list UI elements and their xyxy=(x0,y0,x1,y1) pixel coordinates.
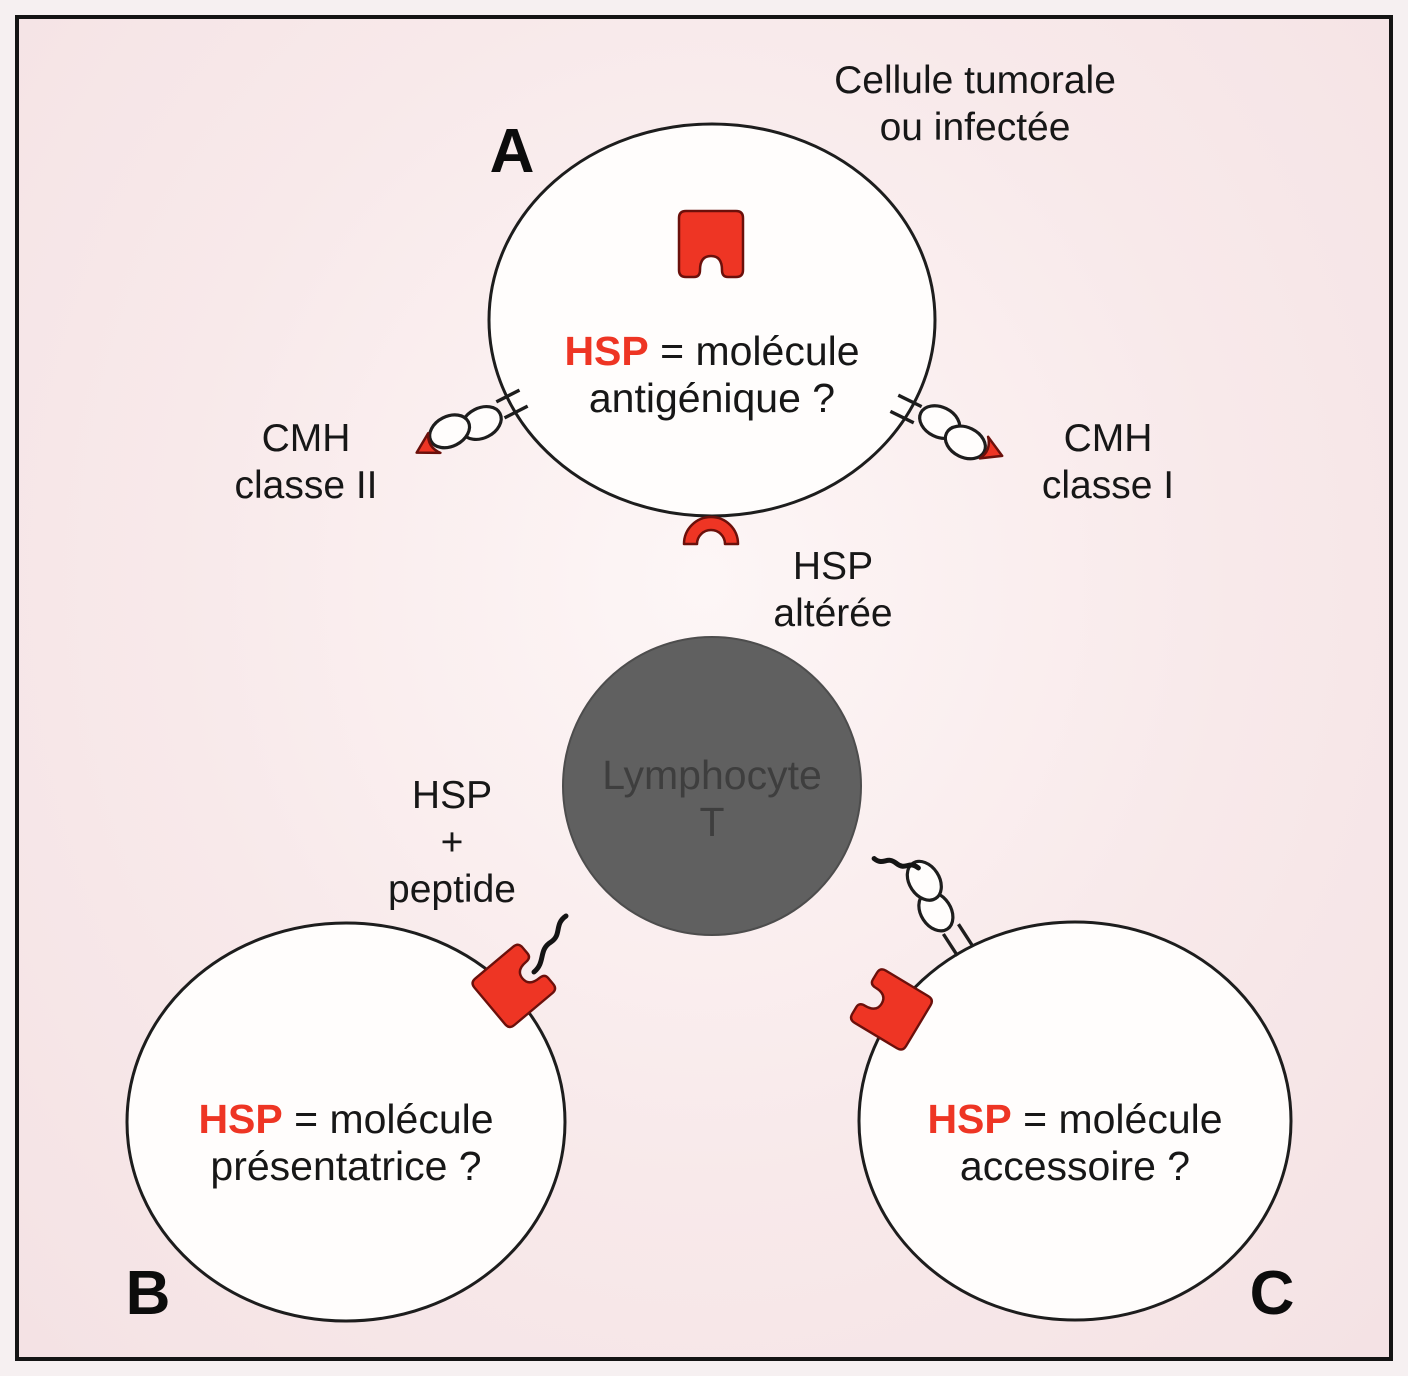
hsp-peptide-line3: peptide xyxy=(388,868,516,911)
hypothesis-b-line2: présentatrice ? xyxy=(210,1143,482,1189)
panel-b-letter: B xyxy=(125,1259,171,1328)
mhc-class-i-line1: CMH xyxy=(1063,417,1153,460)
hsp-red-label: HSP xyxy=(927,1096,1012,1142)
hsp-red-label: HSP xyxy=(564,328,649,374)
hypothesis-a-line1: HSP = molécule xyxy=(564,328,859,375)
altered-hsp-icon xyxy=(682,515,740,546)
mhc-class-i-label: CMH classe I xyxy=(1042,415,1174,509)
mhc-class-i-receptor-icon xyxy=(889,393,1004,461)
mhc-class-ii-receptor-icon xyxy=(415,388,529,455)
lymphocyte-t-cell xyxy=(562,636,862,936)
peptide-squiggle-icon xyxy=(531,913,569,975)
panel-a-letter: A xyxy=(489,117,535,186)
mhc-class-ii-line1: CMH xyxy=(261,417,351,460)
hsp-peptide-label: HSP + peptide xyxy=(388,772,516,913)
altered-hsp-line2: altérée xyxy=(773,592,893,635)
hsp-peptide-line1: HSP xyxy=(411,774,493,817)
antigenic-hsp-molecule-icon xyxy=(677,209,745,279)
altered-hsp-label: HSP altérée xyxy=(773,543,892,637)
altered-hsp-line1: HSP xyxy=(792,545,874,588)
panel-c-letter: C xyxy=(1249,1259,1295,1328)
hypothesis-a-text: HSP = molécule antigénique ? xyxy=(564,328,859,422)
hypothesis-c-line2: accessoire ? xyxy=(959,1143,1191,1189)
hypothesis-b-rest: = molécule xyxy=(282,1096,494,1142)
tumor-cell-membrane xyxy=(487,122,937,518)
hsp-red-label: HSP xyxy=(198,1096,283,1142)
tumor-cell-caption-line1: Cellule tumorale xyxy=(834,59,1116,102)
hypothesis-a-rest: = molécule xyxy=(648,328,860,374)
hsp-peptide-complex-icon xyxy=(471,943,557,1029)
hypothesis-b-line1: HSP = molécule xyxy=(198,1096,493,1143)
mhc-class-ii-line2: classe II xyxy=(234,464,378,507)
presenting-cell-membrane xyxy=(125,921,567,1323)
accessory-hsp-icon xyxy=(849,968,934,1051)
accessory-receptor-icon xyxy=(871,856,975,957)
tumor-cell-caption-line2: ou infectée xyxy=(879,106,1071,149)
lymphocyte-line1: Lymphocyte xyxy=(602,752,822,798)
hypothesis-c-line1: HSP = molécule xyxy=(927,1096,1222,1143)
accessory-cell-membrane xyxy=(857,920,1293,1322)
mhc-class-i-line2: classe I xyxy=(1041,464,1175,507)
hypothesis-a-line2: antigénique ? xyxy=(588,375,836,421)
hsp-peptide-line2: + xyxy=(440,821,464,864)
hypothesis-b-text: HSP = molécule présentatrice ? xyxy=(198,1096,493,1190)
hypothesis-c-rest: = molécule xyxy=(1011,1096,1223,1142)
lymphocyte-label: Lymphocyte T xyxy=(602,752,822,846)
hypothesis-c-text: HSP = molécule accessoire ? xyxy=(927,1096,1222,1190)
mhc-class-ii-label: CMH classe II xyxy=(234,415,377,509)
lymphocyte-line2: T xyxy=(699,799,725,845)
tumor-cell-caption: Cellule tumorale ou infectée xyxy=(834,57,1116,151)
